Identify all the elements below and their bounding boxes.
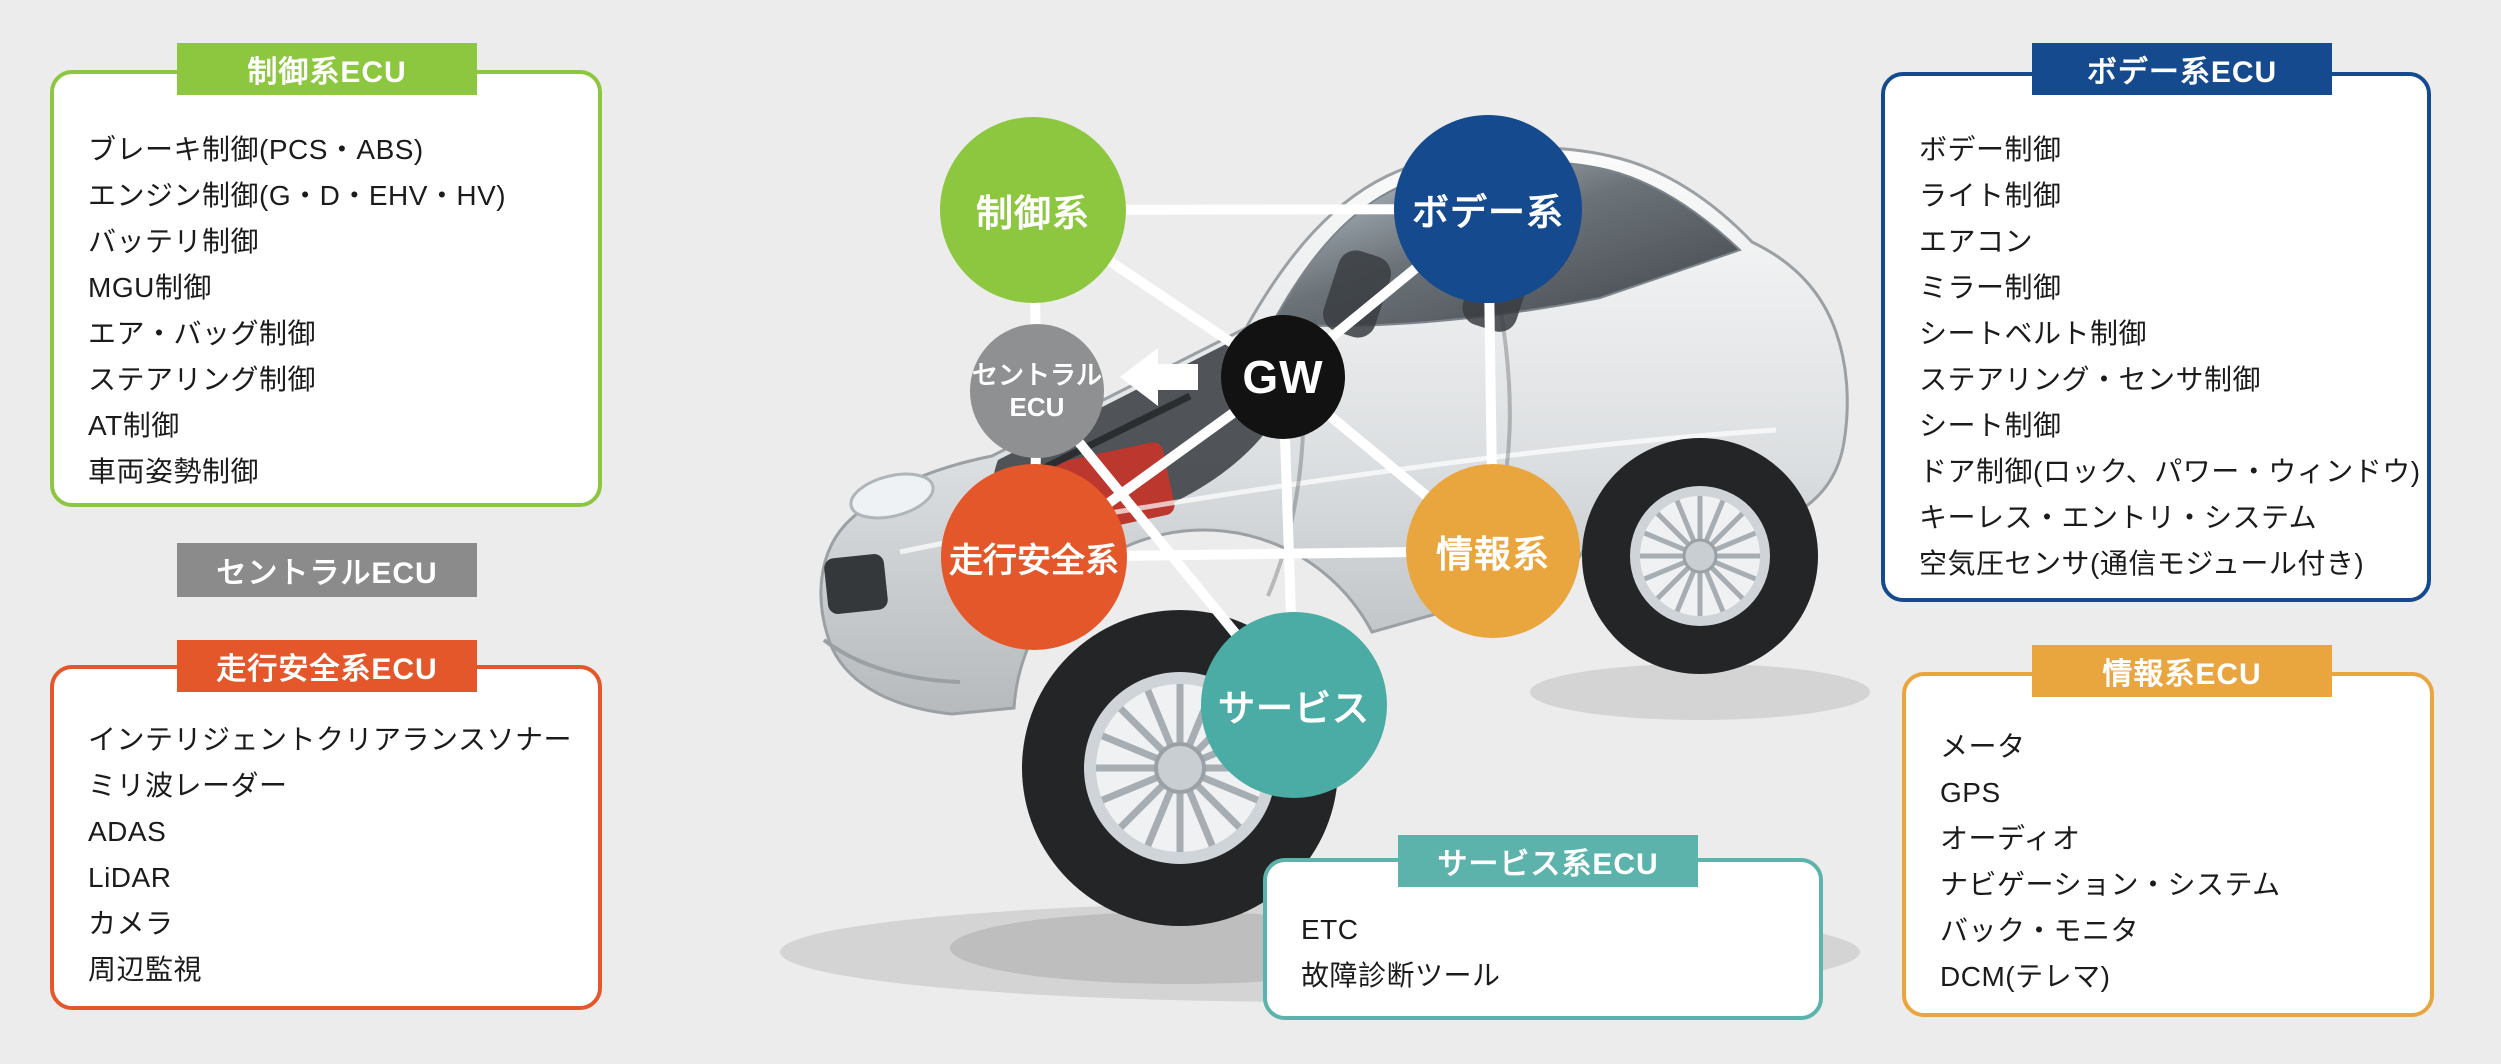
control-circle: 制御系 [940, 117, 1126, 303]
service-ecu-list: ETC 故障診断ツール [1267, 862, 1819, 999]
list-item: メータ [1940, 731, 2026, 762]
list-item: 故障診断ツール [1301, 960, 1501, 991]
central-ecu-label: セントラルECU [177, 543, 477, 597]
body-ecu-list: ボデー制御ライト制御エアコンミラー制御シートベルト制御ステアリング・センサ制御シ… [1885, 76, 2427, 587]
info-ecu-box: メータ GPS オーディオナビゲーション・システムバック・モニタ DCM(テレマ) [1902, 672, 2434, 1017]
list-item: MGU制御 [88, 272, 212, 303]
info-circle: 情報系 [1406, 464, 1580, 638]
control-ecu-header: 制御系ECU [177, 43, 477, 95]
central-ecu-circle: セントラル ECU [970, 324, 1104, 458]
service-circle: サービス [1201, 612, 1387, 798]
list-item: 車両姿勢制御 [88, 456, 260, 487]
list-item: バッテリ制御 [88, 226, 260, 257]
list-item: オーディオ [1940, 823, 2081, 854]
list-item: 周辺監視 [88, 954, 203, 985]
list-item: ステアリング・センサ制御 [1919, 364, 2262, 395]
list-item: ライト制御 [1919, 180, 2062, 211]
control-ecu-box: ブレーキ制御(PCS・ABS) エンジン制御(G・D・EHV・HV) バッテリ制御 M… [50, 70, 602, 507]
list-item: キーレス・エントリ・システム [1919, 502, 2318, 533]
list-item: インテリジェントクリアランスソナー [88, 724, 572, 755]
list-item: シートベルト制御 [1919, 318, 2148, 349]
gateway-circle: GW [1221, 315, 1345, 439]
control-ecu-list: ブレーキ制御(PCS・ABS) エンジン制御(G・D・EHV・HV) バッテリ制御 M… [54, 74, 598, 495]
left-arrow-icon [1120, 348, 1198, 406]
grille [824, 554, 888, 614]
list-item: ブレーキ制御(PCS・ABS) [88, 134, 424, 165]
list-item: AT制御 [88, 410, 180, 441]
body-ecu-header: ボデー系ECU [2032, 43, 2332, 95]
list-item: ドア制御(ロック、パワー・ウィンドウ) [1919, 456, 2421, 487]
list-item: シート制御 [1919, 410, 2062, 441]
list-item: エア・バッグ制御 [88, 318, 317, 349]
list-item: DCM(テレマ) [1940, 961, 2111, 992]
safety-ecu-header: 走行安全系ECU [177, 640, 477, 692]
list-item: ETC [1301, 914, 1359, 945]
list-item: ADAS [88, 816, 167, 847]
body-ecu-box: ボデー制御ライト制御エアコンミラー制御シートベルト制御ステアリング・センサ制御シ… [1881, 72, 2431, 602]
info-ecu-list: メータ GPS オーディオナビゲーション・システムバック・モニタ DCM(テレマ) [1906, 676, 2430, 1000]
list-item: ミラー制御 [1919, 272, 2062, 303]
list-item: 空気圧センサ(通信モジュール付き) [1919, 548, 2365, 579]
list-item: GPS [1940, 777, 2001, 808]
list-item: ミリ波レーダー [88, 770, 288, 801]
service-ecu-header: サービス系ECU [1398, 835, 1698, 887]
body-circle: ボデー系 [1394, 115, 1582, 303]
list-item: カメラ [88, 908, 174, 939]
safety-ecu-list: インテリジェントクリアランスソナーミリ波レーダー ADAS LiDAR カメラ周辺監視 [54, 669, 598, 993]
safety-circle: 走行安全系 [941, 464, 1127, 650]
list-item: LiDAR [88, 862, 172, 893]
info-ecu-header: 情報系ECU [2032, 645, 2332, 697]
list-item: エンジン制御(G・D・EHV・HV) [88, 180, 507, 211]
list-item: バック・モニタ [1940, 915, 2139, 946]
list-item: ステアリング制御 [88, 364, 317, 395]
headlight [849, 472, 935, 520]
list-item: ボデー制御 [1919, 134, 2062, 165]
list-item: ナビゲーション・システム [1940, 869, 2281, 900]
rear-wheel [1582, 438, 1818, 674]
safety-ecu-box: インテリジェントクリアランスソナーミリ波レーダー ADAS LiDAR カメラ周辺監視 [50, 665, 602, 1010]
list-item: エアコン [1919, 226, 2034, 257]
